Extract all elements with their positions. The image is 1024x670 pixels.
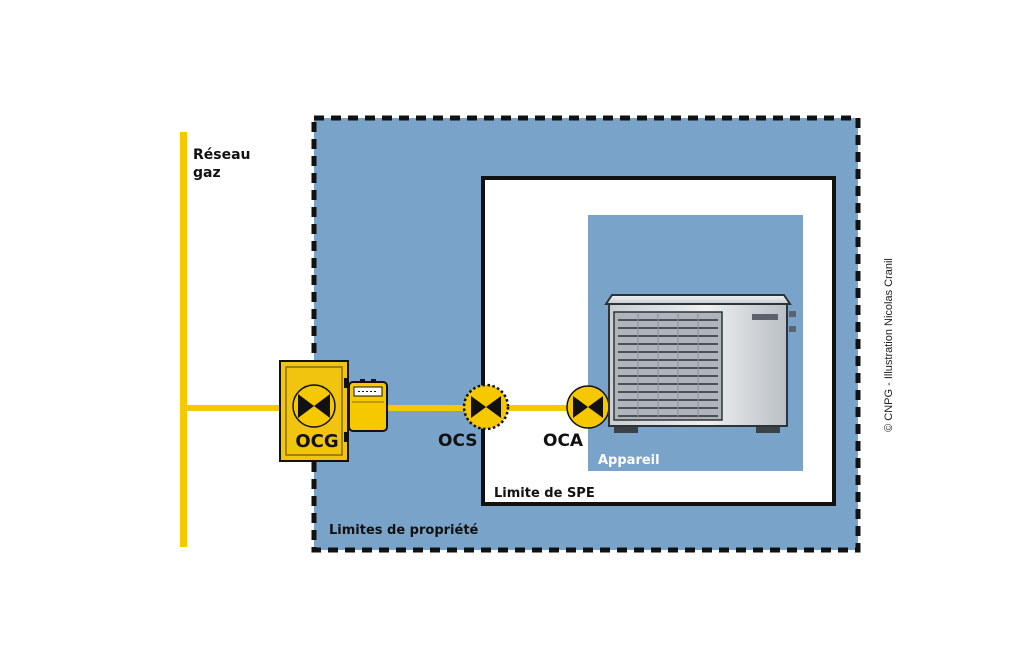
oca-label: OCA xyxy=(543,431,584,451)
butterfly-valve-icon xyxy=(292,384,336,428)
pipe-meter-to-ocs xyxy=(388,405,464,411)
heat-pump-unit-icon xyxy=(604,294,796,433)
ocg-label: OCG xyxy=(295,431,339,452)
pipe-ocs-to-oca xyxy=(508,405,570,411)
gas-network-line xyxy=(180,132,187,547)
butterfly-valve-icon xyxy=(566,385,610,429)
gas-meter-icon xyxy=(348,379,388,432)
spe-limit-label: Limite de SPE xyxy=(494,486,595,501)
gas-network-label: Réseau gaz xyxy=(193,147,251,181)
ocs-label: OCS xyxy=(438,431,478,451)
appliance-label: Appareil xyxy=(598,453,660,468)
credit-text: © CNPG - Illustration Nicolas Cranil xyxy=(883,258,895,432)
pipe-network-to-ocg xyxy=(187,405,280,411)
property-limits-label: Limites de propriété xyxy=(329,523,479,538)
butterfly-valve-icon xyxy=(462,383,510,431)
